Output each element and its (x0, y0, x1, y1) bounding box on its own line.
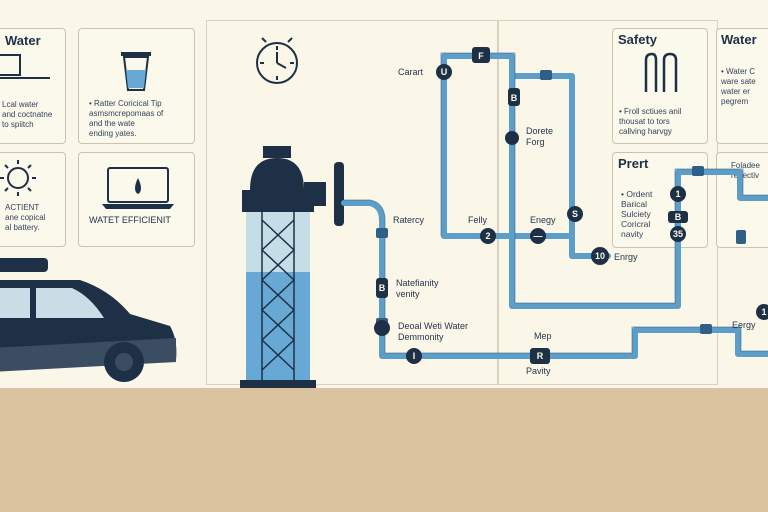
valve-drain (508, 88, 520, 106)
label-energy-3: Eergy (732, 320, 756, 330)
svg-text:B: B (379, 283, 386, 293)
panel-text: WATET EFFICIENIT (89, 215, 171, 225)
valve-carart (436, 64, 452, 80)
valve-1 (670, 186, 686, 202)
valve-dorete (505, 131, 519, 145)
pipe-network (341, 53, 768, 359)
car (0, 258, 177, 382)
laptop-icon (102, 167, 174, 209)
right-panel-safety: Safety • Froll sctiues anil thousat to t… (612, 28, 708, 144)
sun-icon (0, 160, 36, 196)
label-dorete: Dorete Forg (526, 126, 554, 147)
clock-icon (256, 37, 298, 84)
panel-text: • Froll sctiues anil thousat to tors cal… (619, 107, 682, 136)
panel-title: Water (5, 33, 41, 48)
valve-r (530, 348, 550, 364)
left-panel-text: Lcal water and coctnatne to spiitch (2, 100, 53, 129)
valve-1b (756, 304, 768, 320)
label-energy-2: Enrgy (614, 252, 638, 262)
pipe-outline (344, 52, 768, 354)
valve-s (567, 206, 583, 222)
label-carart: Carart (398, 67, 424, 77)
right-panel-water: Water • Water C ware sate water er pegre… (716, 28, 768, 144)
svg-text:2: 2 (485, 231, 490, 241)
valve-deoal (374, 320, 390, 336)
valve-35 (670, 226, 686, 242)
svg-text:R: R (537, 351, 544, 361)
panel-text: • Water C ware sate water er pegrem (721, 67, 756, 106)
valve-2 (480, 228, 496, 244)
label-natefianity: Natefianity venity (396, 278, 439, 299)
cup-icon (121, 52, 151, 91)
valve-top (472, 47, 490, 63)
valve-b2 (668, 211, 688, 223)
valve-natef (376, 278, 388, 298)
water-tank (240, 146, 344, 388)
label-pavity: Pavity (526, 366, 551, 376)
valves (374, 47, 768, 364)
svg-text:1: 1 (761, 307, 766, 317)
svg-text:10: 10 (595, 251, 605, 261)
panel-title: Water (721, 32, 757, 47)
label-felly: Felly (468, 215, 488, 225)
left-panel-water: Water (0, 28, 66, 144)
panel-text: • Ordent Barical Sulciety Coricral navit… (621, 189, 653, 239)
label-deoal: Deoal Weti Water Demmonity (398, 321, 469, 342)
center-board (206, 20, 498, 385)
svg-text:1: 1 (675, 189, 680, 199)
left-panel-sun: ACTIENT ane copical al battery. (0, 152, 66, 247)
valve-glyphs: F U B 2 — S 10 1 35 B B I R 1 (379, 51, 767, 361)
valve-dash (530, 228, 546, 244)
label-mep: Mep (534, 331, 552, 341)
svg-text:B: B (511, 93, 518, 103)
panel-text: ACTIENT ane copical al battery. (5, 203, 46, 232)
label-energy-1: Enegy (530, 215, 556, 225)
label-ratercy: Ratercy (393, 215, 425, 225)
panel-text: Foladee renectiv (731, 161, 760, 180)
panel-title: Safety (618, 32, 658, 47)
safety-pillars-icon (644, 52, 678, 92)
valve-i (406, 348, 422, 364)
panel-text: • Ratter Coricical Tip asmsmcrepomaas of… (89, 99, 164, 138)
panel-title: Prert (618, 156, 649, 171)
cart-icon (0, 54, 50, 79)
svg-text:F: F (478, 51, 484, 61)
svg-text:—: — (534, 231, 543, 241)
svg-text:I: I (413, 351, 416, 361)
svg-text:B: B (675, 212, 682, 222)
floor (0, 388, 768, 512)
svg-text:U: U (441, 67, 448, 77)
svg-text:S: S (572, 209, 578, 219)
svg-text:35: 35 (673, 229, 683, 239)
valve-10 (591, 247, 609, 265)
left-panel-cup: • Ratter Coricical Tip asmsmcrepomaas of… (78, 28, 195, 144)
